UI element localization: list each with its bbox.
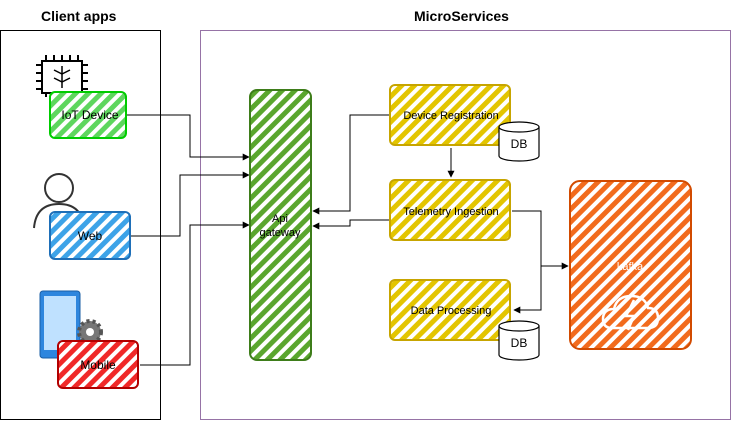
edge-telemetry-to-gateway bbox=[312, 219, 390, 230]
microservices-title: MicroServices bbox=[414, 8, 509, 24]
api-gateway-label-line2: gateway bbox=[260, 227, 301, 239]
edge-kafka-to-dataprocessing bbox=[513, 265, 568, 314]
mobile-box[interactable] bbox=[57, 340, 139, 389]
kafka-box[interactable] bbox=[569, 180, 692, 350]
database-icon bbox=[498, 121, 540, 162]
web-box[interactable] bbox=[49, 211, 131, 260]
iot-device-box[interactable] bbox=[49, 91, 127, 139]
api-gateway-box[interactable] bbox=[249, 89, 312, 361]
edge-mobile-to-gateway bbox=[140, 221, 250, 366]
mobile-label: Mobile bbox=[80, 358, 116, 372]
client-apps-title: Client apps bbox=[41, 8, 117, 24]
telemetry-ingestion-label: Telemetry Ingestion bbox=[403, 206, 498, 218]
chip-icon bbox=[36, 55, 88, 97]
device-registration-label: Device Registration bbox=[403, 110, 498, 122]
cloud-bolt-icon bbox=[601, 294, 660, 331]
data-processing-box[interactable] bbox=[389, 279, 511, 341]
gear-icon bbox=[77, 319, 103, 345]
database-icon bbox=[498, 320, 540, 361]
client-apps-container bbox=[0, 30, 161, 420]
edge-iot-to-gateway bbox=[127, 114, 250, 161]
edge-telemetry-to-kafka bbox=[512, 210, 569, 270]
telemetry-ingestion-box[interactable] bbox=[389, 179, 511, 241]
web-label: Web bbox=[78, 229, 103, 243]
device-registration-box[interactable] bbox=[389, 84, 511, 146]
api-gateway-label-line1: Api bbox=[272, 213, 288, 225]
data-processing-label: Data Processing bbox=[411, 305, 492, 317]
edge-registration-to-gateway bbox=[312, 114, 390, 215]
db1-label: DB bbox=[511, 137, 528, 151]
iot-device-label: IoT Device bbox=[61, 108, 118, 122]
kafka-label: kafka bbox=[617, 261, 644, 273]
db2-label: DB bbox=[511, 336, 528, 350]
edge-web-to-gateway bbox=[130, 171, 250, 237]
